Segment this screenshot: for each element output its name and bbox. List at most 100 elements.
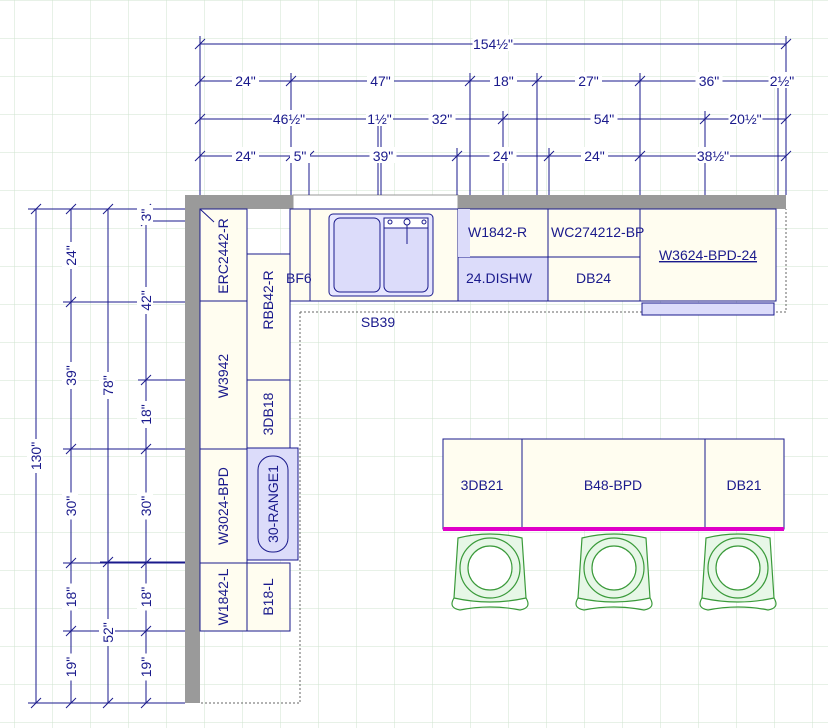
left-col4-label-bg [137,205,153,225]
dishwasher-top [458,209,470,257]
top-overall-label-bg [472,35,514,51]
top-row3-label-bg [581,147,608,163]
left-col4-label-bg [137,401,153,428]
hood-strip [641,302,775,316]
left-overall-label-bg [27,439,43,473]
top-row1-label-bg [768,72,796,88]
top-row1-label-bg [575,72,602,88]
top-row1-label: 27" [578,73,599,89]
label-b18l: B18-L [260,578,276,616]
label-sb39: SB39 [361,314,395,330]
top-row2-label: 54" [594,111,615,127]
top-row1-label-bg [490,72,517,88]
top-row2-label-bg [428,110,456,126]
top-row2-label: 1½" [367,111,391,127]
left-col3-label-bg [62,653,78,681]
top-row3-label-bg [290,147,310,163]
top-row3-label-bg [369,147,397,163]
sink-icon [328,213,434,297]
stool-icon [451,533,529,611]
cabinet-w1842-r[interactable] [457,208,549,258]
left-col3-label-bg [62,492,78,520]
stool-icon [699,533,777,611]
island-label-2: B48-BPD [584,477,642,493]
left-col2-label: 52" [100,622,116,643]
label-rbb42: RBB42-R [260,270,276,329]
left-overall-label: 130" [28,442,44,470]
left-col2-label-bg [99,372,115,399]
left-col3-label-bg [62,242,78,269]
label-bf: BF6 [286,270,312,286]
cabinet-w3624-bpd-24[interactable] [639,208,777,302]
label-w1842r: W1842-R [468,224,527,240]
left-col2-label-bg [99,619,115,646]
left-col4-label: 18" [138,587,154,608]
top-row1-label: 36" [699,73,720,89]
left-col4-label: 30" [138,496,154,517]
island-cabinet-3db21[interactable] [442,438,523,530]
top-row1-label-bg [367,72,394,88]
left-col4-label: 42" [138,290,154,311]
left-col4-label: 18" [138,404,154,425]
top-row1-label: 47" [370,73,391,89]
top-row3-label: 24" [235,148,256,164]
label-db18: 3DB18 [260,392,276,435]
left-col2-label: 78" [100,375,116,396]
cabinet-3db18[interactable] [246,379,291,449]
top-row3-label-bg [696,147,730,163]
cabinet-wc274212-bp[interactable] [547,208,641,258]
top-row1-label: 18" [493,73,514,89]
top-row2-label-bg [728,110,763,126]
left-col4-label-bg [137,492,153,520]
left-col3-label: 18" [63,587,79,608]
label-db24: DB24 [576,270,611,286]
top-row3-label: 5" [294,148,307,164]
cabinet-b18-l[interactable] [246,562,291,632]
top-row3-label: 24" [493,148,514,164]
top-row1-label: 2½" [770,73,794,89]
dimension-labels: 154½"24"47"18"27"36"2½"46½"1½"32"54"20½"… [27,35,796,681]
left-col4-label-bg [137,653,153,681]
island-label-3: DB21 [726,477,761,493]
label-dishwasher: 24.DISHW [466,270,533,286]
top-row2-label: 46½" [273,111,305,127]
top-row3-label-bg [489,147,517,163]
label-erc2442: ERC2442-R [215,218,231,293]
cabinet-db24[interactable] [547,256,641,302]
top-row1-label-bg [232,72,259,88]
range-appliance[interactable] [246,447,299,561]
left-wall-cabinets [199,208,291,632]
top-row2-label-bg [272,110,306,126]
cabinet-w1842-l[interactable] [199,562,248,632]
stool-icon [575,533,653,611]
label-range: 30-RANGE1 [265,465,281,543]
label-w3624: W3624-BPD-24 [659,247,757,263]
cabinet-rbb42-r[interactable] [246,253,291,381]
left-col4-label-bg [137,287,153,314]
top-row1-label-bg [695,72,723,88]
label-w1842l: W1842-L [215,568,231,625]
top-row2-label: 32" [432,111,453,127]
cabinet-labels: ERC2442-R W3942 W3024-BPD W1842-L RBB42-… [215,218,757,625]
top-row3-label: 38½" [697,148,729,164]
label-w3942: W3942 [215,354,231,399]
left-col3-label: 30" [63,496,79,517]
dishwasher-appliance[interactable] [457,256,549,302]
top-row3-label: 24" [584,148,605,164]
island-labels: 3DB21 B48-BPD DB21 [461,477,762,493]
island [442,438,785,530]
cabinet-bf6[interactable] [289,208,311,302]
label-w3024: W3024-BPD [215,467,231,545]
label-wc274212: WC274212-BP [551,224,644,240]
left-col3-label-bg [62,583,78,611]
bar-stools [451,533,777,611]
left-col4-label: 19" [138,657,154,678]
island-cabinet-b48-bpd[interactable] [521,438,706,530]
island-cabinet-db21[interactable] [704,438,785,530]
walls [185,195,786,703]
top-row3-label: 39" [373,148,394,164]
left-col3-label-bg [62,362,78,389]
left-col3-label: 19" [63,657,79,678]
left-col4-label: 3" [138,209,154,222]
